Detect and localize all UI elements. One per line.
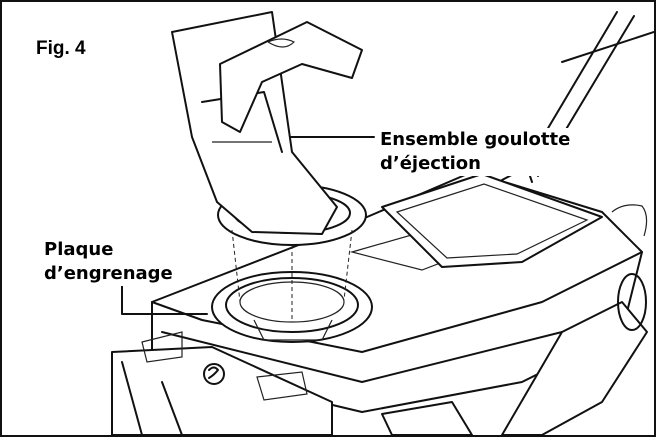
callout-gear-line2: d’engrenage: [44, 263, 173, 284]
callout-gear-plate: Plaque d’engrenage: [44, 238, 173, 286]
leader-lines: [121, 136, 375, 315]
auger-housing: [111, 331, 333, 435]
assembly-guides: [231, 229, 353, 322]
callout-chute-line1: Ensemble goulotte: [380, 129, 571, 150]
discharge-chute: [171, 11, 363, 235]
callout-discharge-chute: Ensemble goulotte d’éjection: [380, 128, 571, 176]
figure-title: Fig. 4: [36, 38, 86, 59]
right-side-panels: [381, 204, 648, 435]
brand-logo-icon: [203, 363, 225, 385]
callout-chute-line2: d’éjection: [380, 153, 481, 174]
callout-gear-line1: Plaque: [44, 239, 114, 260]
